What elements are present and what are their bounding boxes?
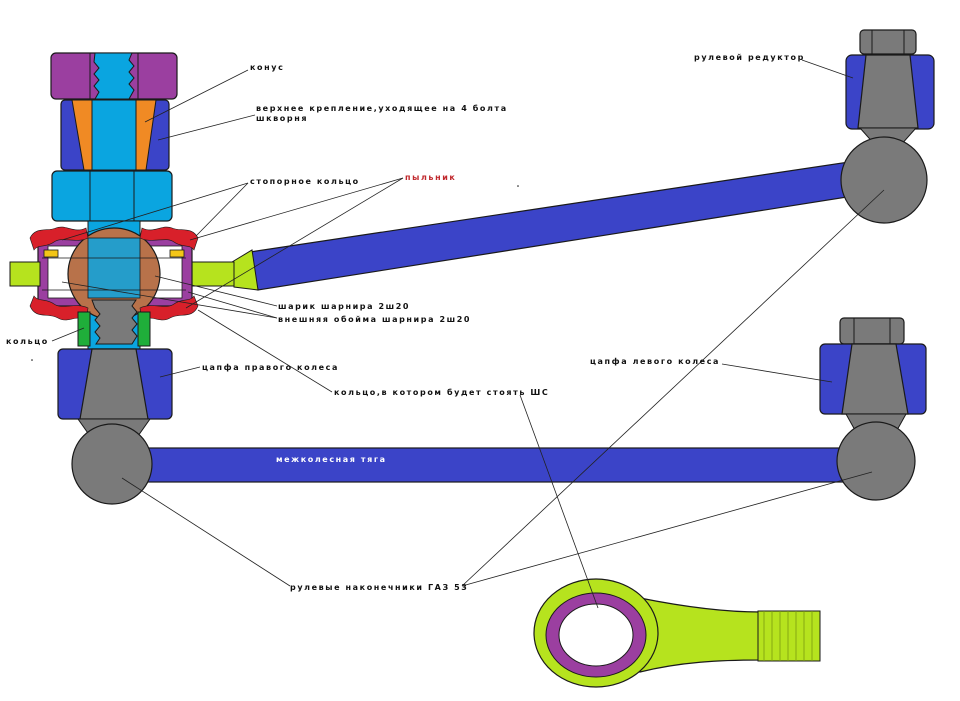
left-knuckle-nut-facets bbox=[853, 318, 891, 344]
drag-link-stub bbox=[189, 261, 235, 287]
steering-box-assembly bbox=[845, 29, 935, 147]
label-outer-race: внешняя обойма шарнира 2ш20 bbox=[278, 314, 471, 324]
kingpin-through-ball bbox=[87, 237, 141, 299]
label-ball: шарик шарнира 2ш20 bbox=[278, 302, 410, 311]
label-tie-rod-ends: рулевые наконечники ГАЗ 53 bbox=[290, 583, 468, 592]
left-stub bbox=[9, 261, 41, 287]
top-thread bbox=[93, 52, 135, 100]
steering-box-nut-facets bbox=[871, 30, 905, 54]
label-upper-mount: верхнее крепление,уходящее на 4 болта bbox=[256, 103, 508, 113]
upper-tie-rod-end-ball bbox=[840, 136, 928, 224]
labels: конус верхнее крепление,уходящее на 4 бо… bbox=[6, 53, 805, 592]
stray-dot bbox=[517, 185, 519, 187]
retaining-clip-left bbox=[43, 249, 59, 258]
left-knuckle-nut bbox=[839, 317, 905, 345]
lower-thread bbox=[91, 299, 138, 345]
left-knuckle-cone bbox=[841, 343, 909, 415]
drag-link bbox=[189, 159, 867, 291]
label-cone: конус bbox=[250, 63, 284, 72]
leader-lines bbox=[51, 59, 885, 609]
label-retaining-ring: стопорное кольцо bbox=[250, 177, 360, 186]
right-tie-rod-end-ball bbox=[71, 423, 153, 505]
housing-guide-lines bbox=[42, 257, 186, 291]
left-knuckle-assembly bbox=[819, 317, 927, 433]
boot-lower-left bbox=[29, 295, 89, 321]
retaining-nut-facets bbox=[89, 171, 135, 221]
ring-housing-bore bbox=[558, 603, 634, 667]
green-ring-right bbox=[137, 311, 151, 347]
label-upper-mount-2: шкворня bbox=[256, 114, 308, 123]
left-tie-rod-end-ball bbox=[836, 421, 916, 501]
ring-housing-part bbox=[533, 578, 821, 688]
label-ring: кольцо bbox=[6, 337, 49, 346]
ring-housing-thread bbox=[757, 610, 821, 662]
right-knuckle-cone bbox=[79, 348, 149, 420]
top-nut-facets bbox=[89, 53, 139, 99]
label-steering-box: рулевой редуктор bbox=[694, 53, 805, 62]
retaining-nut bbox=[51, 170, 173, 222]
retaining-clip-right bbox=[169, 249, 185, 258]
label-left-knuckle: цапфа левого колеса bbox=[590, 357, 720, 366]
steering-box-cone bbox=[857, 54, 919, 129]
stray-dot bbox=[31, 359, 33, 361]
steering-box-nut bbox=[859, 29, 917, 55]
right-knuckle-assembly bbox=[9, 52, 199, 437]
thread-lines bbox=[763, 611, 813, 661]
green-ring-left bbox=[77, 311, 91, 347]
kingpin-upper bbox=[91, 99, 137, 171]
label-tie-rod: межколесная тяга bbox=[276, 455, 387, 464]
tie-rod bbox=[139, 447, 851, 483]
label-right-knuckle: цапфа правого колеса bbox=[202, 363, 339, 372]
boot-upper-right bbox=[139, 226, 199, 251]
boot-upper-left bbox=[29, 226, 89, 251]
label-ring-housing: кольцо,в котором будет стоять ШС bbox=[334, 387, 549, 397]
label-boot: пыльник bbox=[405, 173, 456, 182]
